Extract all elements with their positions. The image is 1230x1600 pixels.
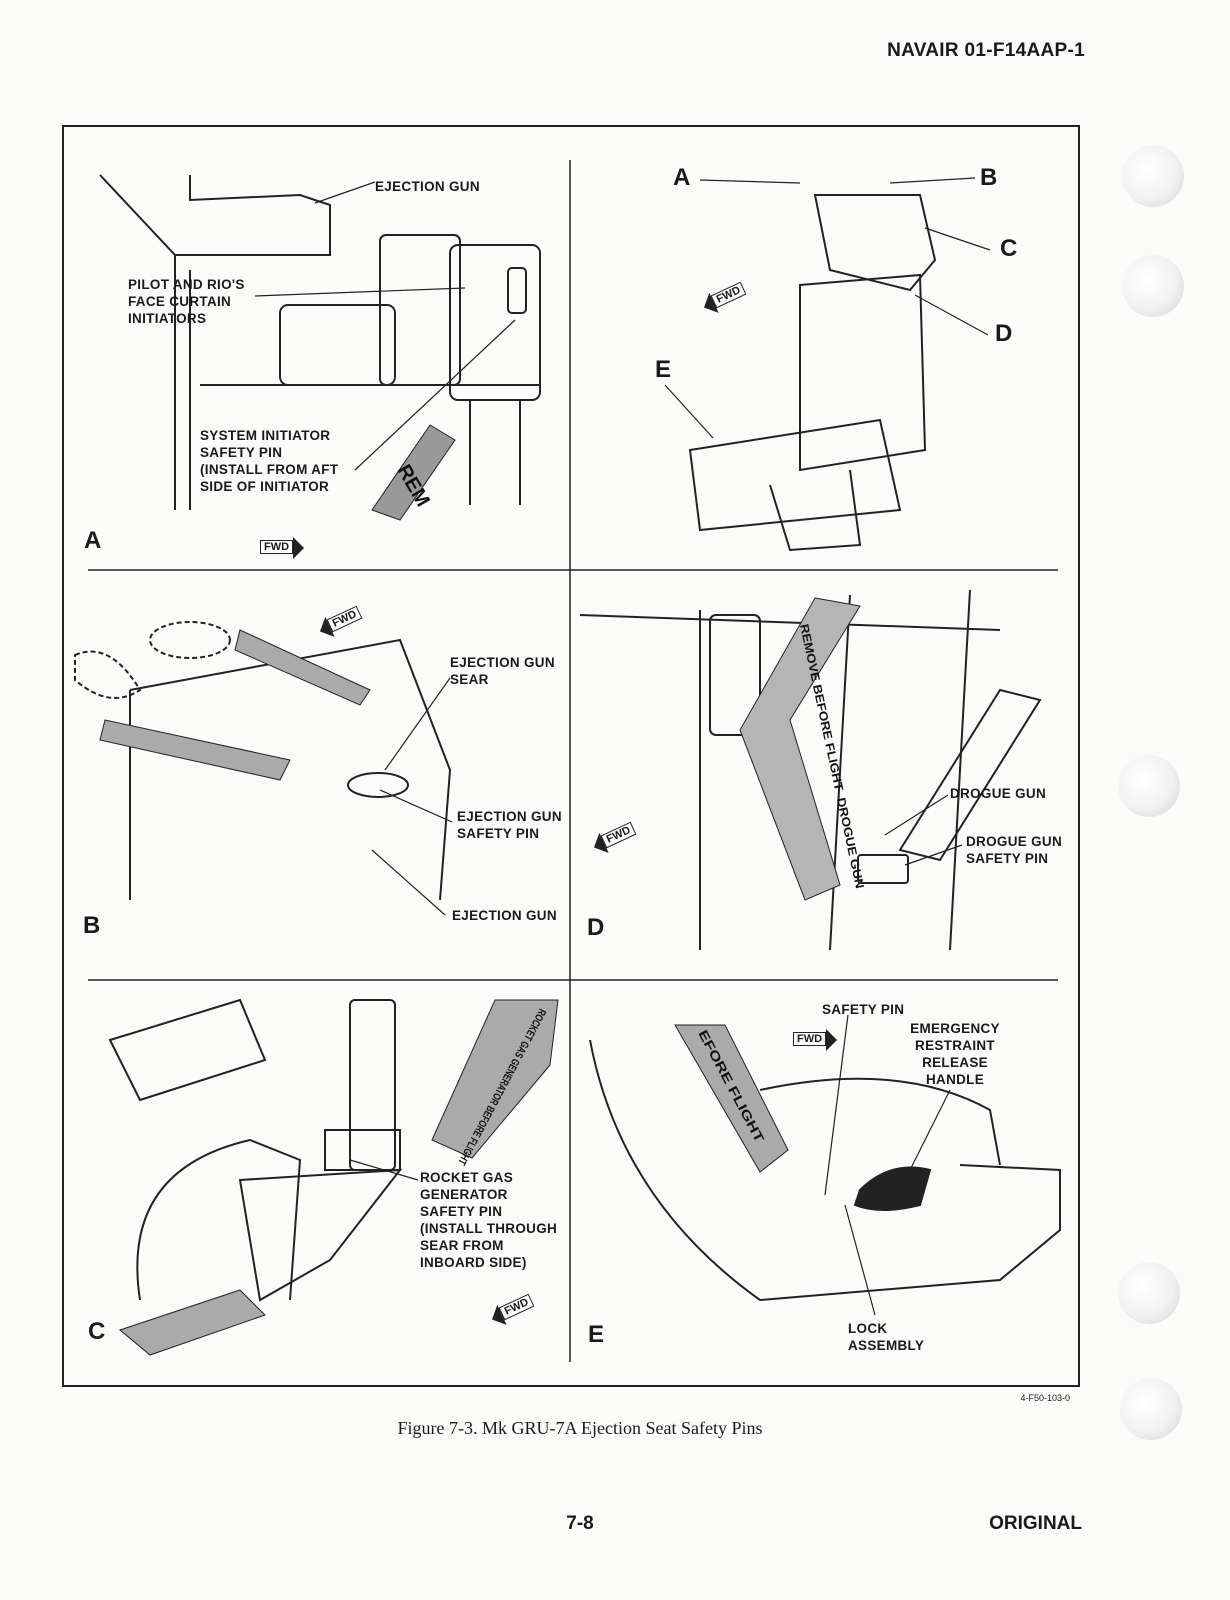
binder-hole [1118, 755, 1180, 817]
callout-a: A [673, 164, 691, 191]
fwd-arrow-icon: FWD [260, 537, 305, 559]
binder-hole [1118, 1262, 1180, 1324]
label-lock-assembly: LOCK ASSEMBLY [848, 1321, 925, 1353]
label-emergency-restraint-release-handle: EMERGENCY RESTRAINT RELEASE HANDLE [910, 1021, 1000, 1087]
callout-b: B [980, 164, 998, 191]
label-safety-pin-e: SAFETY PIN [822, 1002, 905, 1017]
binder-hole [1120, 1378, 1182, 1440]
label-ejection-gun-sear: EJECTION GUN SEAR [450, 655, 555, 687]
overview-seat-drawing [664, 177, 991, 552]
document-number: NAVAIR 01-F14AAP-1 [887, 40, 1085, 61]
panel-d-drawing: REMOVE BEFORE FLIGHT DROGUE GUN [579, 589, 1042, 951]
label-face-curtain-initiators: PILOT AND RIO'S FACE CURTAIN INITIATORS [128, 277, 245, 326]
panel-letter-d: D [587, 914, 605, 941]
label-ejection-gun-safety-pin: EJECTION GUN SAFETY PIN [457, 809, 562, 841]
binder-hole [1122, 255, 1184, 317]
label-ejection-gun-a: EJECTION GUN [375, 179, 480, 194]
label-drogue-gun-safety-pin: DROGUE GUN SAFETY PIN [966, 834, 1063, 866]
panel-letter-a: A [84, 527, 102, 554]
page-number: 7-8 [566, 1513, 594, 1534]
panel-letter-b: B [83, 912, 101, 939]
figure-caption: Figure 7-3. Mk GRU-7A Ejection Seat Safe… [397, 1418, 763, 1438]
revision-status: ORIGINAL [989, 1513, 1082, 1534]
callout-d: D [995, 320, 1013, 347]
figure-frame [62, 125, 1080, 1387]
label-system-initiator-safety-pin: SYSTEM INITIATOR SAFETY PIN (INSTALL FRO… [200, 428, 339, 494]
panel-b-drawing [74, 621, 453, 916]
panel-letter-c: C [88, 1318, 106, 1345]
label-drogue-gun: DROGUE GUN [950, 786, 1047, 801]
binder-hole [1122, 145, 1184, 207]
panel-a-drawing: REM [99, 174, 541, 521]
callout-c: C [1000, 235, 1018, 262]
figure-id: 4-F50-103-0 [1020, 1393, 1070, 1403]
label-rocket-gas-generator-safety-pin: ROCKET GAS GENERATOR SAFETY PIN (INSTALL… [420, 1170, 558, 1270]
fwd-arrow-icon: FWD [793, 1029, 838, 1051]
callout-e: E [655, 356, 672, 383]
panel-letter-e: E [588, 1321, 605, 1348]
label-ejection-gun-b: EJECTION GUN [452, 908, 557, 923]
